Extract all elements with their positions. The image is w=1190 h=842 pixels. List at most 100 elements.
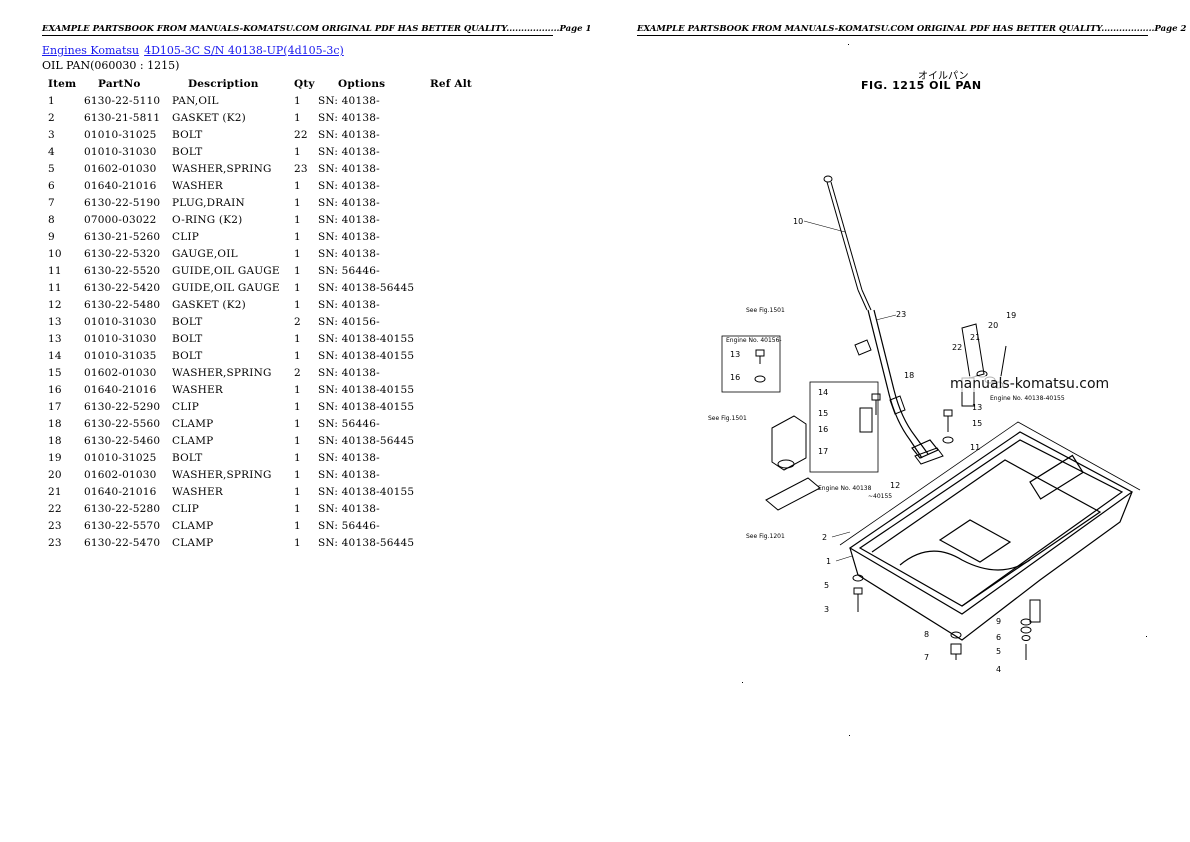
cell-item: 19 — [48, 451, 62, 464]
cell-refalt — [430, 330, 480, 347]
cell-description: BOLT — [172, 451, 203, 464]
bolt-14-drawing — [859, 393, 881, 433]
cell-qty: 1 — [294, 230, 301, 243]
cell-description: CLAMP — [172, 434, 214, 447]
cell-partno: 6130-21-5811 — [84, 111, 161, 124]
cell-description: PAN,OIL — [172, 94, 219, 107]
cell-partno: 6130-22-5470 — [84, 536, 161, 549]
cell-options: SN: 40156- — [318, 315, 380, 328]
engine-note-box-left — [721, 335, 781, 393]
cell-qty: 1 — [294, 536, 301, 549]
cell-item: 4 — [48, 145, 55, 158]
cell-options: SN: 56446- — [318, 417, 380, 430]
col-header-item: Item — [48, 78, 77, 90]
oil-pan-drawing — [848, 431, 1134, 641]
cell-qty: 1 — [294, 332, 301, 345]
cell-options: SN: 56446- — [318, 519, 380, 532]
cell-description: WASHER,SPRING — [172, 366, 272, 379]
figure-title: FIG. 1215 OIL PAN — [861, 79, 982, 92]
cell-description: BOLT — [172, 145, 203, 158]
cell-description: GAUGE,OIL — [172, 247, 238, 260]
cell-qty: 1 — [294, 196, 301, 209]
cell-partno: 6130-22-5280 — [84, 502, 161, 515]
cell-description: CLAMP — [172, 519, 214, 532]
cell-partno: 6130-22-5560 — [84, 417, 161, 430]
cell-refalt — [430, 483, 480, 500]
cell-description: CLIP — [172, 502, 200, 515]
cell-item: 14 — [48, 349, 62, 362]
callout-12: 12 — [890, 481, 900, 490]
callout-3: 3 — [824, 605, 829, 614]
breadcrumb-link-engines[interactable]: Engines Komatsu — [42, 44, 140, 57]
cell-description: BOLT — [172, 349, 203, 362]
cell-description: CLAMP — [172, 417, 214, 430]
cell-item: 8 — [48, 213, 55, 226]
bolt-3-drawing — [852, 574, 864, 612]
cell-partno: 6130-22-5320 — [84, 247, 161, 260]
cell-partno: 01010-31025 — [84, 451, 157, 464]
speck-mark — [1146, 636, 1147, 637]
oil-pan-diagram: 10 23 13 16 14 15 16 17 18 19 20 21 22 1… — [708, 175, 1141, 674]
cell-qty: 1 — [294, 451, 301, 464]
callout-4: 4 — [996, 665, 1001, 674]
cell-description: GASKET (K2) — [172, 111, 246, 124]
cell-description: CLIP — [172, 230, 200, 243]
cell-options: SN: 40138-40155 — [318, 383, 415, 396]
callout-13-right: 13 — [972, 403, 982, 412]
section-title: OIL PAN(060030 : 1215) — [42, 59, 180, 72]
cell-item: 23 — [48, 536, 62, 549]
cell-refalt — [430, 92, 480, 109]
clamp-drawing — [854, 339, 906, 415]
cell-options: SN: 40138- — [318, 213, 380, 226]
cell-options: SN: 40138- — [318, 145, 380, 158]
cell-item: 1 — [48, 94, 55, 107]
breadcrumb-link-model[interactable]: 4D105-3C S/N 40138-UP(4d105-3c) — [144, 44, 344, 57]
cell-description: GUIDE,OIL GAUGE — [172, 264, 280, 277]
watermark: manuals-komatsu.com — [950, 376, 1110, 392]
cell-refalt — [430, 177, 480, 194]
cell-partno: 6130-21-5260 — [84, 230, 161, 243]
cell-refalt — [430, 347, 480, 364]
cell-item: 23 — [48, 519, 62, 532]
cell-options: SN: 40138- — [318, 230, 380, 243]
cell-partno: 01602-01030 — [84, 162, 157, 175]
cell-item: 18 — [48, 417, 62, 430]
cell-refalt — [430, 228, 480, 245]
speck-mark — [849, 735, 850, 736]
cell-item: 18 — [48, 434, 62, 447]
cell-partno: 01602-01030 — [84, 366, 157, 379]
cell-refalt — [430, 262, 480, 279]
cell-qty: 2 — [294, 366, 301, 379]
callout-9: 9 — [996, 617, 1001, 626]
cell-options: SN: 40138- — [318, 128, 380, 141]
cell-refalt — [430, 245, 480, 262]
engine-note-40156: Engine No. 40156- — [726, 337, 782, 344]
cell-item: 12 — [48, 298, 62, 311]
callout-19: 19 — [1006, 311, 1016, 320]
cell-qty: 1 — [294, 349, 301, 362]
cell-item: 13 — [48, 332, 62, 345]
block-drawing — [765, 415, 821, 511]
cell-refalt — [430, 534, 480, 551]
cell-item: 13 — [48, 315, 62, 328]
cell-description: WASHER,SPRING — [172, 162, 272, 175]
cell-partno: 07000-03022 — [84, 213, 157, 226]
cell-refalt — [430, 466, 480, 483]
gasket-drawing — [839, 421, 1141, 546]
cell-description: WASHER — [172, 179, 223, 192]
cell-description: WASHER — [172, 383, 223, 396]
cell-item: 6 — [48, 179, 55, 192]
cell-refalt — [430, 126, 480, 143]
cell-description: GASKET (K2) — [172, 298, 246, 311]
callout-21: 21 — [970, 333, 980, 342]
cell-refalt — [430, 143, 480, 160]
